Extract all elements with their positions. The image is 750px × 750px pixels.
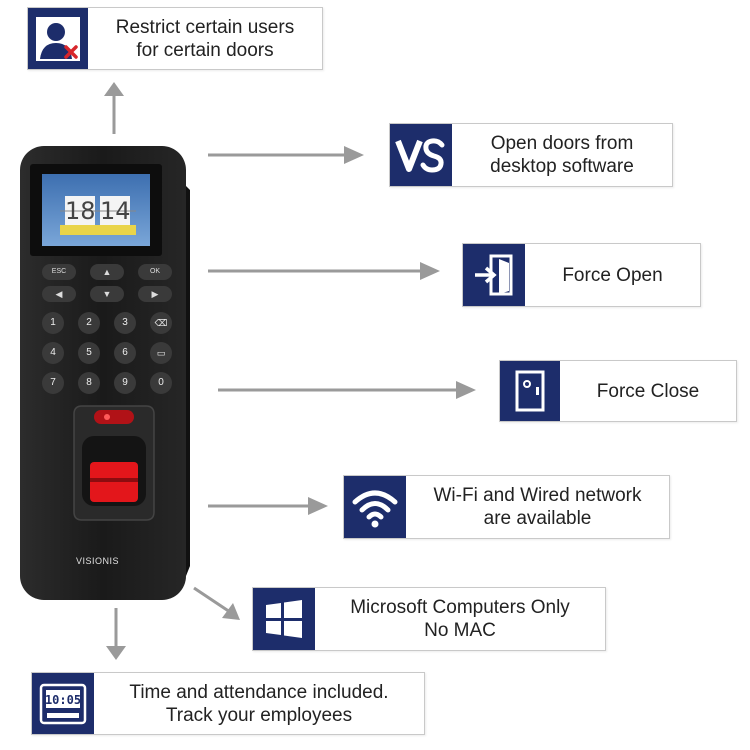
clock-hours: 18: [65, 197, 96, 225]
feature-text: Force Open: [525, 244, 700, 306]
key-ok[interactable]: OK: [138, 264, 172, 280]
feature-line: Microsoft Computers Only: [350, 597, 570, 618]
svg-text:10:05: 10:05: [45, 693, 81, 707]
feature-attendance: 10:05 Time and attendance included. Trac…: [31, 672, 425, 735]
key-right[interactable]: ▶: [138, 286, 172, 302]
key-digit[interactable]: 1: [42, 312, 64, 334]
feature-text: Time and attendance included. Track your…: [94, 673, 424, 734]
feature-line: No MAC: [424, 620, 496, 641]
door-closed-icon: [500, 361, 560, 421]
key-digit[interactable]: 4: [42, 342, 64, 364]
key-left[interactable]: ◀: [42, 286, 76, 302]
key-esc[interactable]: ESC: [42, 264, 76, 280]
feature-line: Restrict certain users: [115, 16, 295, 38]
vs-software-logo-icon: [390, 124, 452, 186]
time-clock-icon: 10:05: [32, 673, 94, 734]
key-digit[interactable]: 3: [114, 312, 136, 334]
arrow-down: [106, 608, 126, 660]
feature-line: Time and attendance included.: [129, 681, 389, 703]
feature-text: Force Close: [560, 361, 736, 421]
feature-microsoft: Microsoft Computers Only No MAC: [252, 587, 606, 651]
feature-text: Restrict certain users for certain doors: [88, 8, 322, 69]
feature-line: Force Open: [562, 264, 663, 286]
arrow-right-open: [208, 262, 440, 280]
fingerprint-sensor[interactable]: [64, 404, 164, 524]
windows-logo-icon: [253, 588, 315, 650]
key-digit[interactable]: 2: [78, 312, 100, 334]
user-restricted-icon: [28, 8, 88, 69]
feature-force-open: Force Open: [462, 243, 701, 307]
feature-line: Wi-Fi and Wired network: [433, 485, 642, 506]
key-backspace[interactable]: ⌫: [150, 312, 172, 334]
feature-line: for certain doors: [136, 39, 274, 61]
key-digit[interactable]: 6: [114, 342, 136, 364]
key-digit[interactable]: 7: [42, 372, 64, 394]
feature-line: are available: [483, 508, 592, 529]
feature-text: Wi-Fi and Wired network are available: [406, 476, 669, 538]
arrow-right-close: [218, 381, 476, 399]
wifi-icon: [344, 476, 406, 538]
key-menu[interactable]: ▭: [150, 342, 172, 364]
arrow-diagonal-microsoft: [193, 586, 240, 620]
access-control-terminal: 18 14 ESC ▲ OK ◀ ▼ ▶ 1 2 3 ⌫ 4 5 6 ▭ 7 8…: [20, 146, 192, 600]
feature-desktop-software: Open doors from desktop software: [389, 123, 673, 187]
feature-text: Open doors from desktop software: [452, 124, 672, 186]
key-digit[interactable]: 0: [150, 372, 172, 394]
key-up[interactable]: ▲: [90, 264, 124, 280]
feature-line: Track your employees: [165, 704, 353, 726]
arrow-right-network: [208, 497, 328, 515]
arrow-right-software: [208, 146, 364, 164]
clock-minutes: 14: [100, 197, 131, 225]
feature-force-close: Force Close: [499, 360, 737, 422]
feature-line: Open doors from: [490, 133, 634, 154]
key-digit[interactable]: 8: [78, 372, 100, 394]
feature-text: Microsoft Computers Only No MAC: [315, 588, 605, 650]
brand-logo: VISIONIS: [76, 556, 120, 566]
key-digit[interactable]: 5: [78, 342, 100, 364]
key-down[interactable]: ▼: [90, 286, 124, 302]
keypad: ESC ▲ OK ◀ ▼ ▶ 1 2 3 ⌫ 4 5 6 ▭ 7 8 9 0: [42, 264, 172, 394]
arrow-up: [104, 82, 124, 134]
feature-network: Wi-Fi and Wired network are available: [343, 475, 670, 539]
feature-line: desktop software: [490, 156, 634, 177]
feature-restrict-users: Restrict certain users for certain doors: [27, 7, 323, 70]
feature-line: Force Close: [596, 380, 700, 402]
key-digit[interactable]: 9: [114, 372, 136, 394]
door-open-icon: [463, 244, 525, 306]
